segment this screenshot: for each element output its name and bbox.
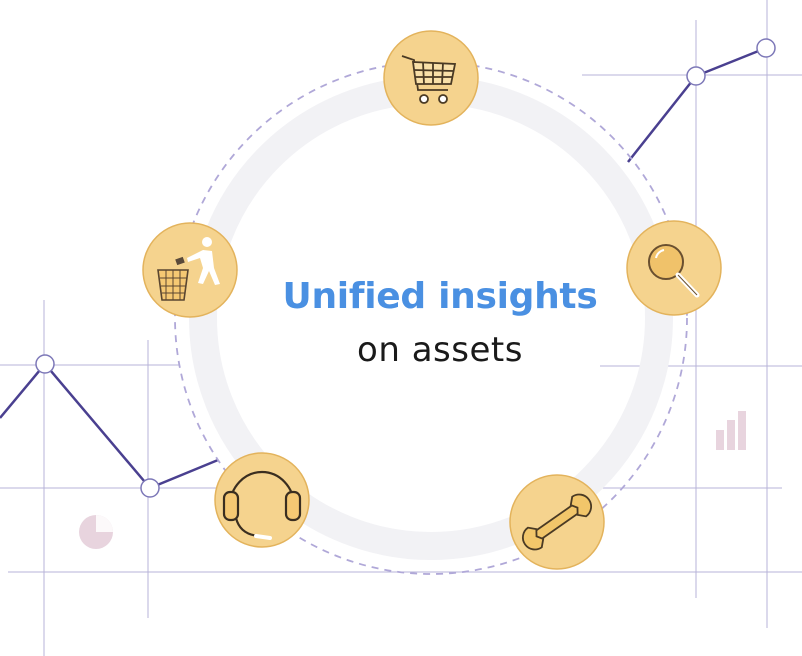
headline-subtitle: on assets: [357, 330, 523, 370]
trend-line-bottom-left: [0, 354, 219, 498]
headset-icon: [222, 470, 302, 540]
litter-disposal-icon: [157, 237, 220, 301]
shopping-cart-icon: [401, 55, 457, 104]
pie-chart-icon: [79, 515, 113, 549]
bar-chart-icon: [716, 411, 746, 450]
node-headset: [214, 452, 310, 548]
trend-point: [756, 38, 776, 58]
wrench-icon: [522, 493, 592, 551]
node-wrench: [509, 474, 605, 570]
headline-title: Unified insights: [282, 276, 598, 317]
trend-line-top-right: [627, 38, 776, 163]
trend-point: [35, 354, 55, 374]
node-magnifier: [626, 220, 722, 316]
node-shopping-cart: [383, 30, 479, 126]
trend-point: [686, 66, 706, 86]
magnifier-icon: [648, 244, 700, 298]
trend-point: [140, 478, 160, 498]
node-litter-disposal: [142, 222, 238, 318]
